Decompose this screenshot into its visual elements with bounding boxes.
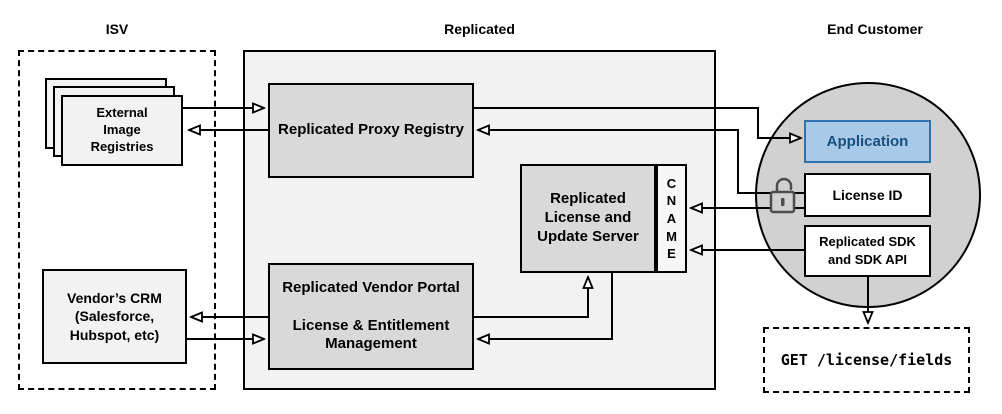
replicated-sdk-node: Replicated SDK and SDK API (804, 225, 931, 277)
cname-letter: C (666, 175, 677, 191)
vendors-crm-node: Vendor’s CRM (Salesforce, Hubspot, etc) (42, 269, 187, 364)
vendor-portal-node: Replicated Vendor Portal License & Entit… (268, 263, 474, 370)
application-node: Application (804, 120, 931, 163)
cname-letter: A (666, 210, 677, 226)
replicated-sdk-label: Replicated SDK and SDK API (819, 234, 916, 267)
get-license-fields-node: GET /license/fields (763, 327, 970, 393)
application-label: Application (826, 133, 909, 150)
isv-region (18, 50, 216, 390)
license-id-node: License ID (804, 173, 931, 217)
proxy-registry-node: Replicated Proxy Registry (268, 83, 474, 178)
get-license-fields-label: GET /license/fields (780, 351, 953, 369)
isv-title: ISV (105, 21, 129, 37)
license-update-server-label: Replicated License and Update Server (537, 190, 639, 245)
replicated-title: Replicated (444, 21, 515, 37)
external-image-registries-label: External Image Registries (90, 105, 154, 154)
license-id-label: License ID (832, 187, 903, 203)
cname-letter: N (666, 193, 677, 209)
vendor-portal-label: Replicated Vendor Portal License & Entit… (282, 279, 460, 353)
vendors-crm-label: Vendor’s CRM (Salesforce, Hubspot, etc) (67, 289, 162, 343)
cname-letter: E (667, 246, 676, 262)
cname-strip: C N A M E (656, 164, 687, 273)
cname-letter: M (666, 228, 677, 244)
end-customer-title: End Customer (827, 21, 923, 37)
license-update-server-node: Replicated License and Update Server (520, 164, 656, 273)
proxy-registry-label: Replicated Proxy Registry (278, 121, 464, 139)
external-image-registries-node: External Image Registries (61, 95, 183, 166)
